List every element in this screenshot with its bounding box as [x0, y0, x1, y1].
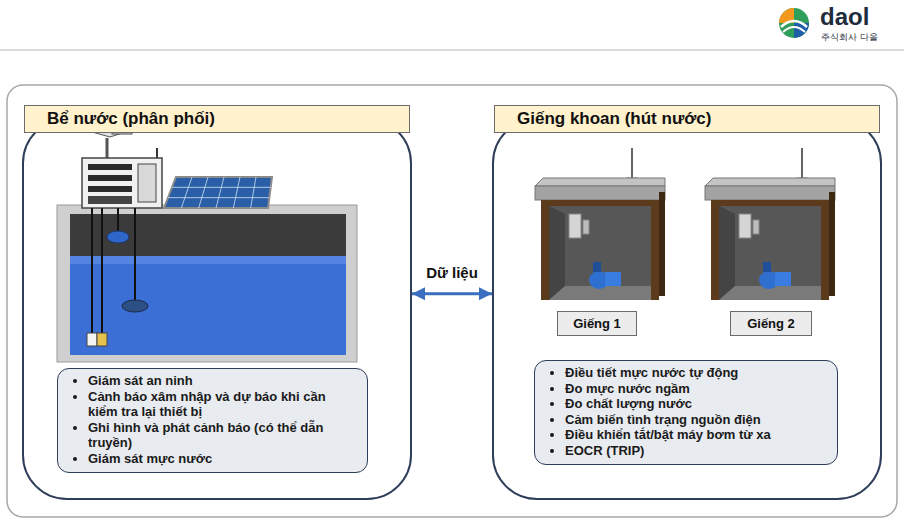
logo-icon-part	[783, 27, 805, 32]
level-sensors-part	[122, 300, 148, 312]
equipment-cabinet	[82, 124, 162, 208]
well-house-2-part	[829, 192, 835, 296]
well-house-1-part	[535, 178, 665, 186]
well-house-1-part	[549, 206, 651, 300]
header-rule	[0, 50, 904, 51]
equipment-cabinet-part	[88, 196, 132, 204]
well-house-2-part	[705, 178, 835, 186]
well-house-1-part	[541, 200, 659, 300]
list-item: Cảnh báo xâm nhập và dự báo khi cần kiểm…	[88, 389, 357, 420]
well-house-2-part	[753, 220, 759, 234]
well-house-2-part	[739, 214, 751, 238]
well-house-2-part	[763, 262, 771, 272]
outer-frame-part	[7, 85, 897, 517]
well-panel: Giếng khoan (hút nước)Giếng 1Giếng 2Điều…	[492, 118, 882, 500]
feature-list: Giám sát an ninhCảnh báo xâm nhập và dự …	[57, 368, 368, 473]
well-tag: Giếng 1	[557, 311, 637, 336]
level-sensors-part	[101, 208, 103, 334]
tank-panel: Bể nước (phân phối)Giám sát an ninhCảnh …	[22, 118, 412, 500]
well-house-2-part	[711, 200, 829, 300]
logo-icon	[779, 8, 809, 38]
data-arrow	[412, 292, 492, 295]
bullet-list: Giám sát an ninhCảnh báo xâm nhập và dự …	[62, 373, 357, 467]
water-tank-part	[70, 214, 346, 355]
well-house-1-part	[631, 148, 633, 182]
level-sensors-part	[91, 208, 93, 334]
solar-panel-part	[168, 177, 271, 208]
well-house-1-part	[535, 186, 665, 200]
well-name: Giếng 2	[747, 316, 795, 331]
equipment-cabinet-part	[88, 186, 132, 192]
list-item: Cảm biến tình trạng nguồn điện	[565, 412, 827, 428]
equipment-cabinet-part	[82, 158, 162, 208]
list-item: Điều tiết mực nước tự động	[565, 365, 827, 381]
equipment-cabinet-part	[88, 164, 132, 170]
level-sensors-part	[107, 231, 129, 243]
solar-panel-part	[164, 177, 272, 208]
equipment-cabinet-part	[106, 138, 109, 158]
logo-icon-part	[779, 8, 809, 38]
level-sensors-part	[87, 333, 97, 346]
well-house-2-part	[801, 148, 803, 182]
well-house-2-part	[705, 186, 835, 200]
well-house-2	[705, 148, 835, 300]
logo-wordmark: daol	[820, 3, 869, 31]
list-item: Ghi hình và phát cảnh báo (có thể dẫn tr…	[88, 420, 357, 451]
water-tank-part	[70, 256, 346, 355]
well-name: Giếng 1	[573, 316, 621, 331]
list-item: Điều khiển tắt/bật máy bơm từ xa	[565, 427, 827, 443]
well-house-1-part	[549, 206, 565, 300]
feature-list: Điều tiết mực nước tự độngĐo mực nước ng…	[534, 360, 838, 465]
water-tank	[57, 205, 357, 362]
equipment-cabinet-part	[88, 175, 132, 181]
well-house-1-part	[569, 214, 581, 238]
header-rule-part	[0, 49, 904, 50]
list-item: Đo mực nước ngầm	[565, 381, 827, 397]
level-sensors	[87, 208, 148, 346]
outer-frame	[7, 85, 897, 517]
water-tank-part	[70, 256, 346, 264]
well-house-2-part	[719, 206, 821, 300]
level-sensors-part	[134, 208, 136, 300]
well-house-1	[535, 148, 665, 300]
panel-title: Bể nước (phân phối)	[24, 105, 410, 133]
solar-panel	[164, 177, 272, 208]
logo-company-name: 주식회사 다올	[821, 31, 878, 44]
panel-title: Giếng khoan (hút nước)	[494, 105, 880, 133]
list-item: Giám sát mực nước	[88, 451, 357, 467]
list-item: EOCR (TRIP)	[565, 443, 827, 459]
edge-label: Dữ liệu	[423, 264, 481, 281]
equipment-cabinet-part	[138, 164, 156, 202]
list-item: Giám sát an ninh	[88, 373, 357, 389]
well-house-1-part	[593, 262, 601, 272]
level-sensors-part	[117, 208, 119, 232]
bullet-list: Điều tiết mực nước tự độngĐo mực nước ng…	[539, 365, 827, 459]
well-house-1-part	[583, 220, 589, 234]
well-house-2-part	[775, 272, 791, 286]
level-sensors-part	[97, 333, 107, 346]
well-tag: Giếng 2	[730, 311, 812, 336]
well-house-1-part	[659, 192, 665, 296]
well-house-2-part	[719, 206, 735, 300]
well-house-1-part	[605, 272, 621, 286]
list-item: Đo chất lượng nước	[565, 396, 827, 412]
water-tank-part	[57, 205, 357, 362]
